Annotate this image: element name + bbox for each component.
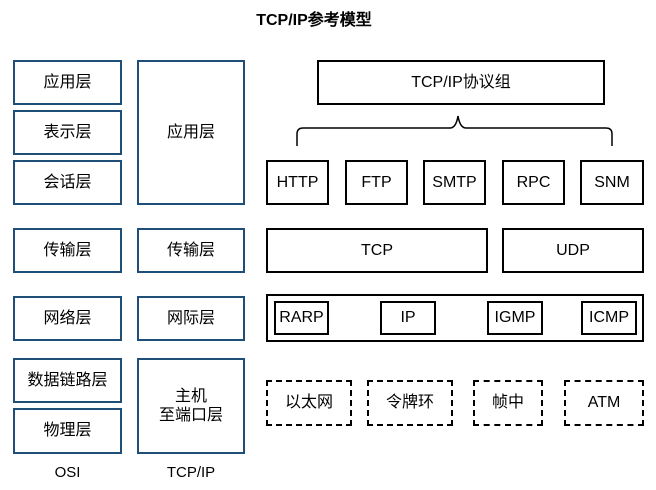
protocol-token-ring: 令牌环 (367, 380, 453, 426)
tcpip-caption: TCP/IP (166, 464, 216, 481)
protocol-tcp: TCP (266, 228, 488, 273)
tcpip-layer-internet: 网际层 (137, 296, 245, 341)
osi-layer-network: 网络层 (13, 296, 122, 341)
protocol-suite-box: TCP/IP协议组 (317, 60, 605, 105)
osi-layer-session: 会话层 (13, 160, 122, 205)
protocol-smtp: SMTP (423, 160, 486, 205)
protocol-ethernet: 以太网 (266, 380, 352, 426)
osi-layer-data-link: 数据链路层 (13, 358, 122, 403)
osi-layer-transport: 传输层 (13, 228, 122, 273)
protocol-http: HTTP (266, 160, 329, 205)
osi-layer-physical: 物理层 (13, 408, 122, 454)
protocol-rpc: RPC (502, 160, 565, 205)
diagram-title: TCP/IP参考模型 (256, 12, 372, 29)
protocol-icmp: ICMP (581, 301, 637, 335)
protocol-rarp: RARP (274, 301, 329, 335)
osi-layer-application: 应用层 (13, 60, 122, 105)
tcpip-layer-host-to-network: 主机 至端口层 (137, 358, 245, 454)
protocol-frame-relay: 帧中 (473, 380, 543, 426)
protocol-ip: IP (380, 301, 436, 335)
tcpip-layer-application: 应用层 (137, 60, 245, 205)
protocol-snm: SNM (580, 160, 644, 205)
osi-caption: OSI (54, 464, 81, 481)
protocol-udp: UDP (502, 228, 644, 273)
osi-layer-presentation: 表示层 (13, 110, 122, 155)
tcpip-layer-transport: 传输层 (137, 228, 245, 273)
protocol-igmp: IGMP (487, 301, 543, 335)
protocol-ftp: FTP (345, 160, 408, 205)
protocol-atm: ATM (564, 380, 644, 426)
